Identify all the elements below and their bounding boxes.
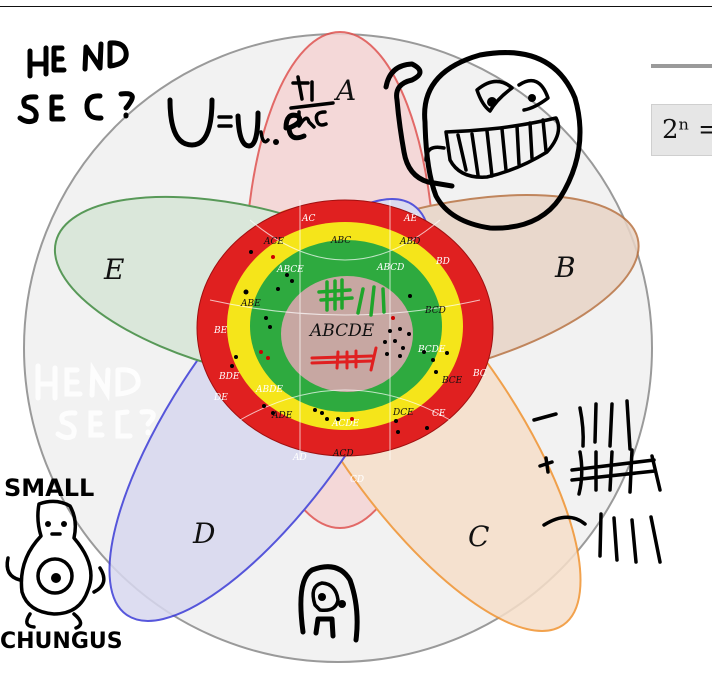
region-label: ABCE (276, 265, 304, 275)
region-label: ADE (271, 411, 293, 421)
region-label: DE (213, 393, 228, 403)
region-label: ACD (332, 449, 354, 459)
formula-box: 2ⁿ = (651, 104, 712, 156)
tally-green (317, 278, 386, 317)
region-label: ACE (263, 237, 284, 247)
region-label: ABDE (255, 385, 283, 395)
region-label: AD (292, 453, 307, 463)
right-tallies (532, 399, 662, 564)
center-label-ABCDE: ABCDE (308, 321, 375, 341)
top-rule (0, 6, 712, 7)
small-label: SMALL (4, 474, 94, 502)
region-label: BCDE (417, 345, 446, 355)
region-label: CE (432, 409, 446, 419)
hend-sel-top-left (17, 40, 135, 125)
chungus-drawing (5, 499, 106, 630)
formula-text: 2ⁿ = (662, 115, 712, 145)
region-label: DCE (392, 408, 414, 418)
chungus-label: CHUNGUS (0, 629, 123, 654)
region-label: ABD (399, 237, 420, 247)
face-drawing (383, 50, 583, 231)
ghost-hend-sel (35, 361, 156, 441)
set-label-C: C (468, 520, 489, 553)
region-label: ABE (240, 299, 261, 309)
set-label-D: D (192, 517, 215, 550)
region-label: BC (472, 369, 487, 379)
set-label-B: B (554, 251, 576, 284)
region-label: AC (301, 214, 315, 224)
region-label: ACDE (331, 419, 360, 429)
region-label: BE (213, 326, 228, 336)
region-label: BDE (218, 372, 240, 382)
region-label: ABCD (376, 263, 404, 273)
set-label-A: A (333, 74, 356, 107)
region-label: CD (350, 475, 364, 485)
region-label: BD (435, 257, 450, 267)
tally-red (310, 346, 378, 372)
region-label: ABC (330, 236, 351, 246)
region-label: BCE (441, 376, 463, 386)
region-label: AE (403, 214, 417, 224)
dot-cluster (230, 250, 449, 434)
gray-rule (651, 64, 712, 68)
handwritten-equation (167, 75, 335, 149)
region-label: BCD (424, 306, 446, 316)
set-label-E: E (103, 253, 124, 286)
astronaut-drawing (298, 564, 360, 643)
